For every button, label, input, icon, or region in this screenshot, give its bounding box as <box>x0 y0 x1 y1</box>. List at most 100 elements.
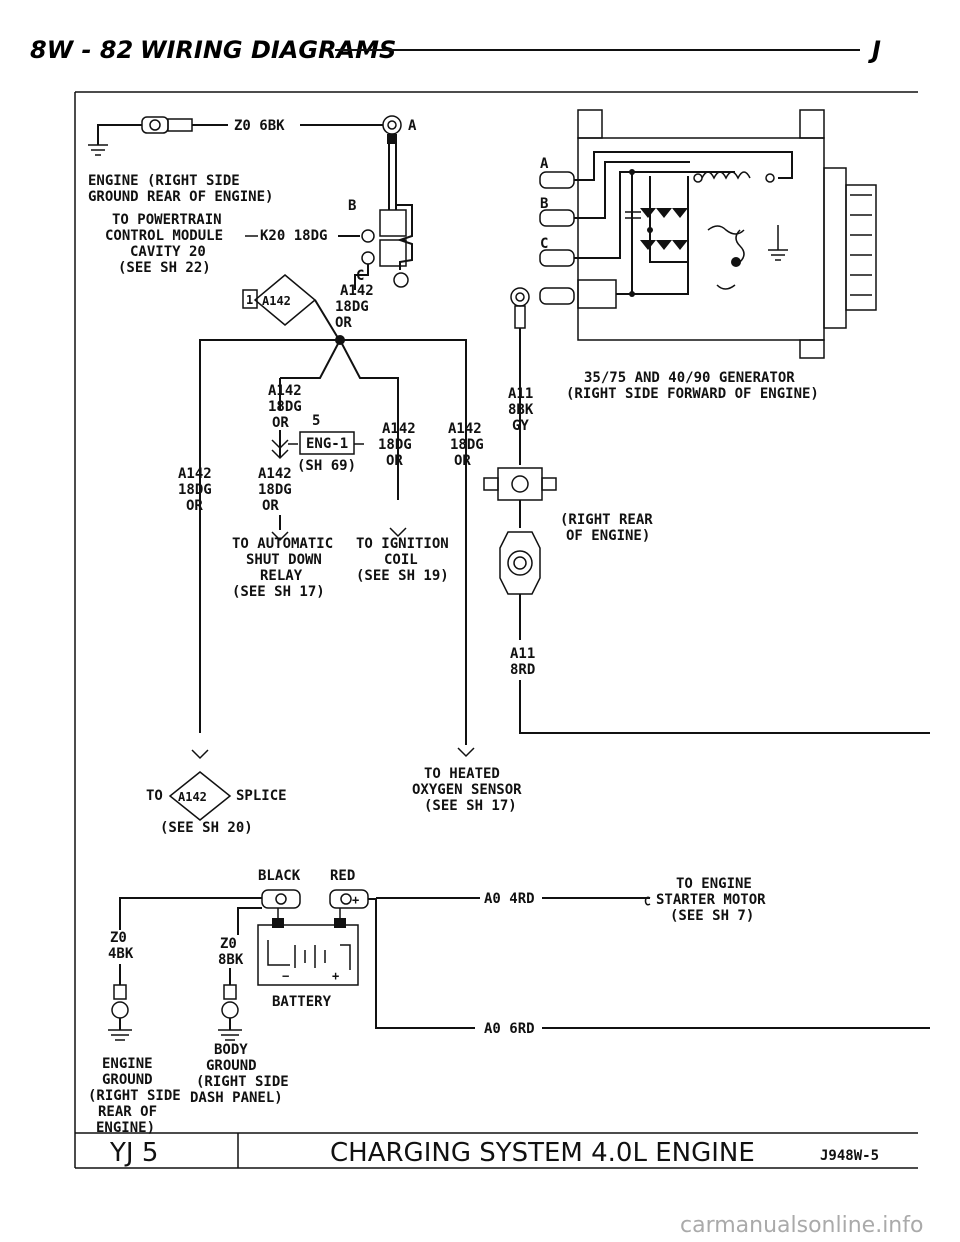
engine-ground-line1: ENGINE (RIGHT SIDE <box>88 173 240 189</box>
ign-l3: OR <box>386 453 403 469</box>
a142-top-l1: A142 <box>340 283 374 299</box>
eng-1-box <box>299 431 355 455</box>
a11-bot-l1: A11 <box>510 646 535 662</box>
label-b: B <box>348 198 356 214</box>
eng-ground-l3: (RIGHT SIDE <box>88 1088 181 1104</box>
ign-l1: A142 <box>382 421 416 437</box>
wire-k20-18dg: K20 18DG <box>260 228 327 244</box>
pcm-line4: (SEE SH 22) <box>118 260 211 276</box>
svg-text:−: − <box>282 969 289 983</box>
ign-coil-l2: COIL <box>384 552 418 568</box>
a11-top-l1: A11 <box>508 386 533 402</box>
connector-arrow <box>271 439 289 460</box>
generator <box>539 109 877 359</box>
oxy-l1: TO HEATED <box>424 766 500 782</box>
a11-bot-l2: 8RD <box>510 662 535 678</box>
battery-black: BLACK <box>258 868 301 884</box>
eng-ground-l2: GROUND <box>102 1072 153 1088</box>
splice-diamond <box>253 274 317 326</box>
engine-ground-line2: GROUND REAR OF ENGINE) <box>88 189 273 205</box>
oxy-l3: (SEE SH 17) <box>424 798 517 814</box>
a11-top-l3: GY <box>512 418 529 434</box>
battery-red: RED <box>330 868 355 884</box>
left-l3: OR <box>186 498 203 514</box>
engine-ground-top <box>88 116 228 156</box>
body-ground <box>218 968 242 1041</box>
branch-number: 5 <box>312 413 320 429</box>
wire-a0-6rd: A0 6RD <box>484 1021 535 1037</box>
mid-l2: 18DG <box>268 399 302 415</box>
gen-l2: (RIGHT SIDE FORWARD OF ENGINE) <box>566 386 819 402</box>
footer-model: YJ 5 <box>109 1138 158 1168</box>
body-ground-l2: GROUND <box>206 1058 257 1074</box>
mid-l3: OR <box>272 415 289 431</box>
engine-ground-bottom <box>108 964 132 1041</box>
splice-diamond-label: A142 <box>262 294 291 308</box>
z0-left-l1: Z0 <box>110 930 127 946</box>
header-section: 8W - 82 <box>30 36 133 64</box>
starter-l3: (SEE SH 7) <box>670 908 754 924</box>
header-letter: J <box>868 36 881 64</box>
ox-l2: 18DG <box>450 437 484 453</box>
a142-top-l3: OR <box>335 315 352 331</box>
splice-distribution <box>199 337 467 745</box>
eng-1-label: ENG-1 <box>306 436 348 452</box>
eng-ground-l4: REAR OF <box>98 1104 157 1120</box>
asd-l2: SHUT DOWN <box>246 552 322 568</box>
ign-coil-l1: TO IGNITION <box>356 536 449 552</box>
terminal-b <box>361 229 375 243</box>
z0-mid-l1: Z0 <box>220 936 237 952</box>
rear-l1: (RIGHT REAR <box>560 512 653 528</box>
asd-l1: TO AUTOMATIC <box>232 536 333 552</box>
left-l1: A142 <box>178 466 212 482</box>
oxy-l2: OXYGEN SENSOR <box>412 782 522 798</box>
pcm-line2: CONTROL MODULE <box>105 228 223 244</box>
footer-title: CHARGING SYSTEM 4.0L ENGINE <box>330 1138 755 1168</box>
low-l3: OR <box>262 498 279 514</box>
a11-8rd-wire <box>519 680 930 734</box>
gen-c: C <box>540 236 548 252</box>
vertical-bus <box>379 134 413 288</box>
starter-l2: STARTER MOTOR <box>656 892 766 908</box>
footer-code: J948W-5 <box>820 1148 879 1164</box>
splice-ref-diamond <box>168 771 232 821</box>
rear-ground-stud <box>499 531 541 595</box>
z0-mid-l2: 8BK <box>218 952 244 968</box>
wire-z0-6bk: Z0 6BK <box>234 118 285 134</box>
body-ground-l1: BODY <box>214 1042 248 1058</box>
asd-l4: (SEE SH 17) <box>232 584 325 600</box>
ign-l2: 18DG <box>378 437 412 453</box>
eng-ground-l1: ENGINE <box>102 1056 153 1072</box>
terminal-c <box>361 251 375 265</box>
watermark: carmanualsonline.info <box>680 1213 923 1238</box>
ox-l1: A142 <box>448 421 482 437</box>
splice-ref-id: A142 <box>178 790 207 804</box>
a11-connector-top <box>483 287 557 528</box>
a11-top-l2: 8BK <box>508 402 534 418</box>
splice-ref-word: SPLICE <box>236 788 287 804</box>
rear-l2: OF ENGINE) <box>566 528 650 544</box>
a142-top-l2: 18DG <box>335 299 369 315</box>
sh-69: (SH 69) <box>297 458 356 474</box>
label-c: C <box>356 268 364 284</box>
ign-coil-l3: (SEE SH 19) <box>356 568 449 584</box>
body-ground-l3: (RIGHT SIDE <box>196 1074 289 1090</box>
mid-l1: A142 <box>268 383 302 399</box>
svg-text:+: + <box>332 969 339 983</box>
body-ground-l4: DASH PANEL) <box>190 1090 283 1106</box>
low-l2: 18DG <box>258 482 292 498</box>
gen-a: A <box>540 156 549 172</box>
splice-ref-see: (SEE SH 20) <box>160 820 253 836</box>
asd-l3: RELAY <box>260 568 303 584</box>
pcm-line3: CAVITY 20 <box>130 244 206 260</box>
battery-label: BATTERY <box>272 994 332 1010</box>
left-l2: 18DG <box>178 482 212 498</box>
z0-left-l2: 4BK <box>108 946 134 962</box>
splice-number: 1 <box>246 293 253 307</box>
low-l1: A142 <box>258 466 292 482</box>
ox-l3: OR <box>454 453 471 469</box>
svg-text:+: + <box>352 893 359 907</box>
pcm-line1: TO POWERTRAIN <box>112 212 222 228</box>
eng-ground-l5: ENGINE) <box>96 1120 155 1136</box>
